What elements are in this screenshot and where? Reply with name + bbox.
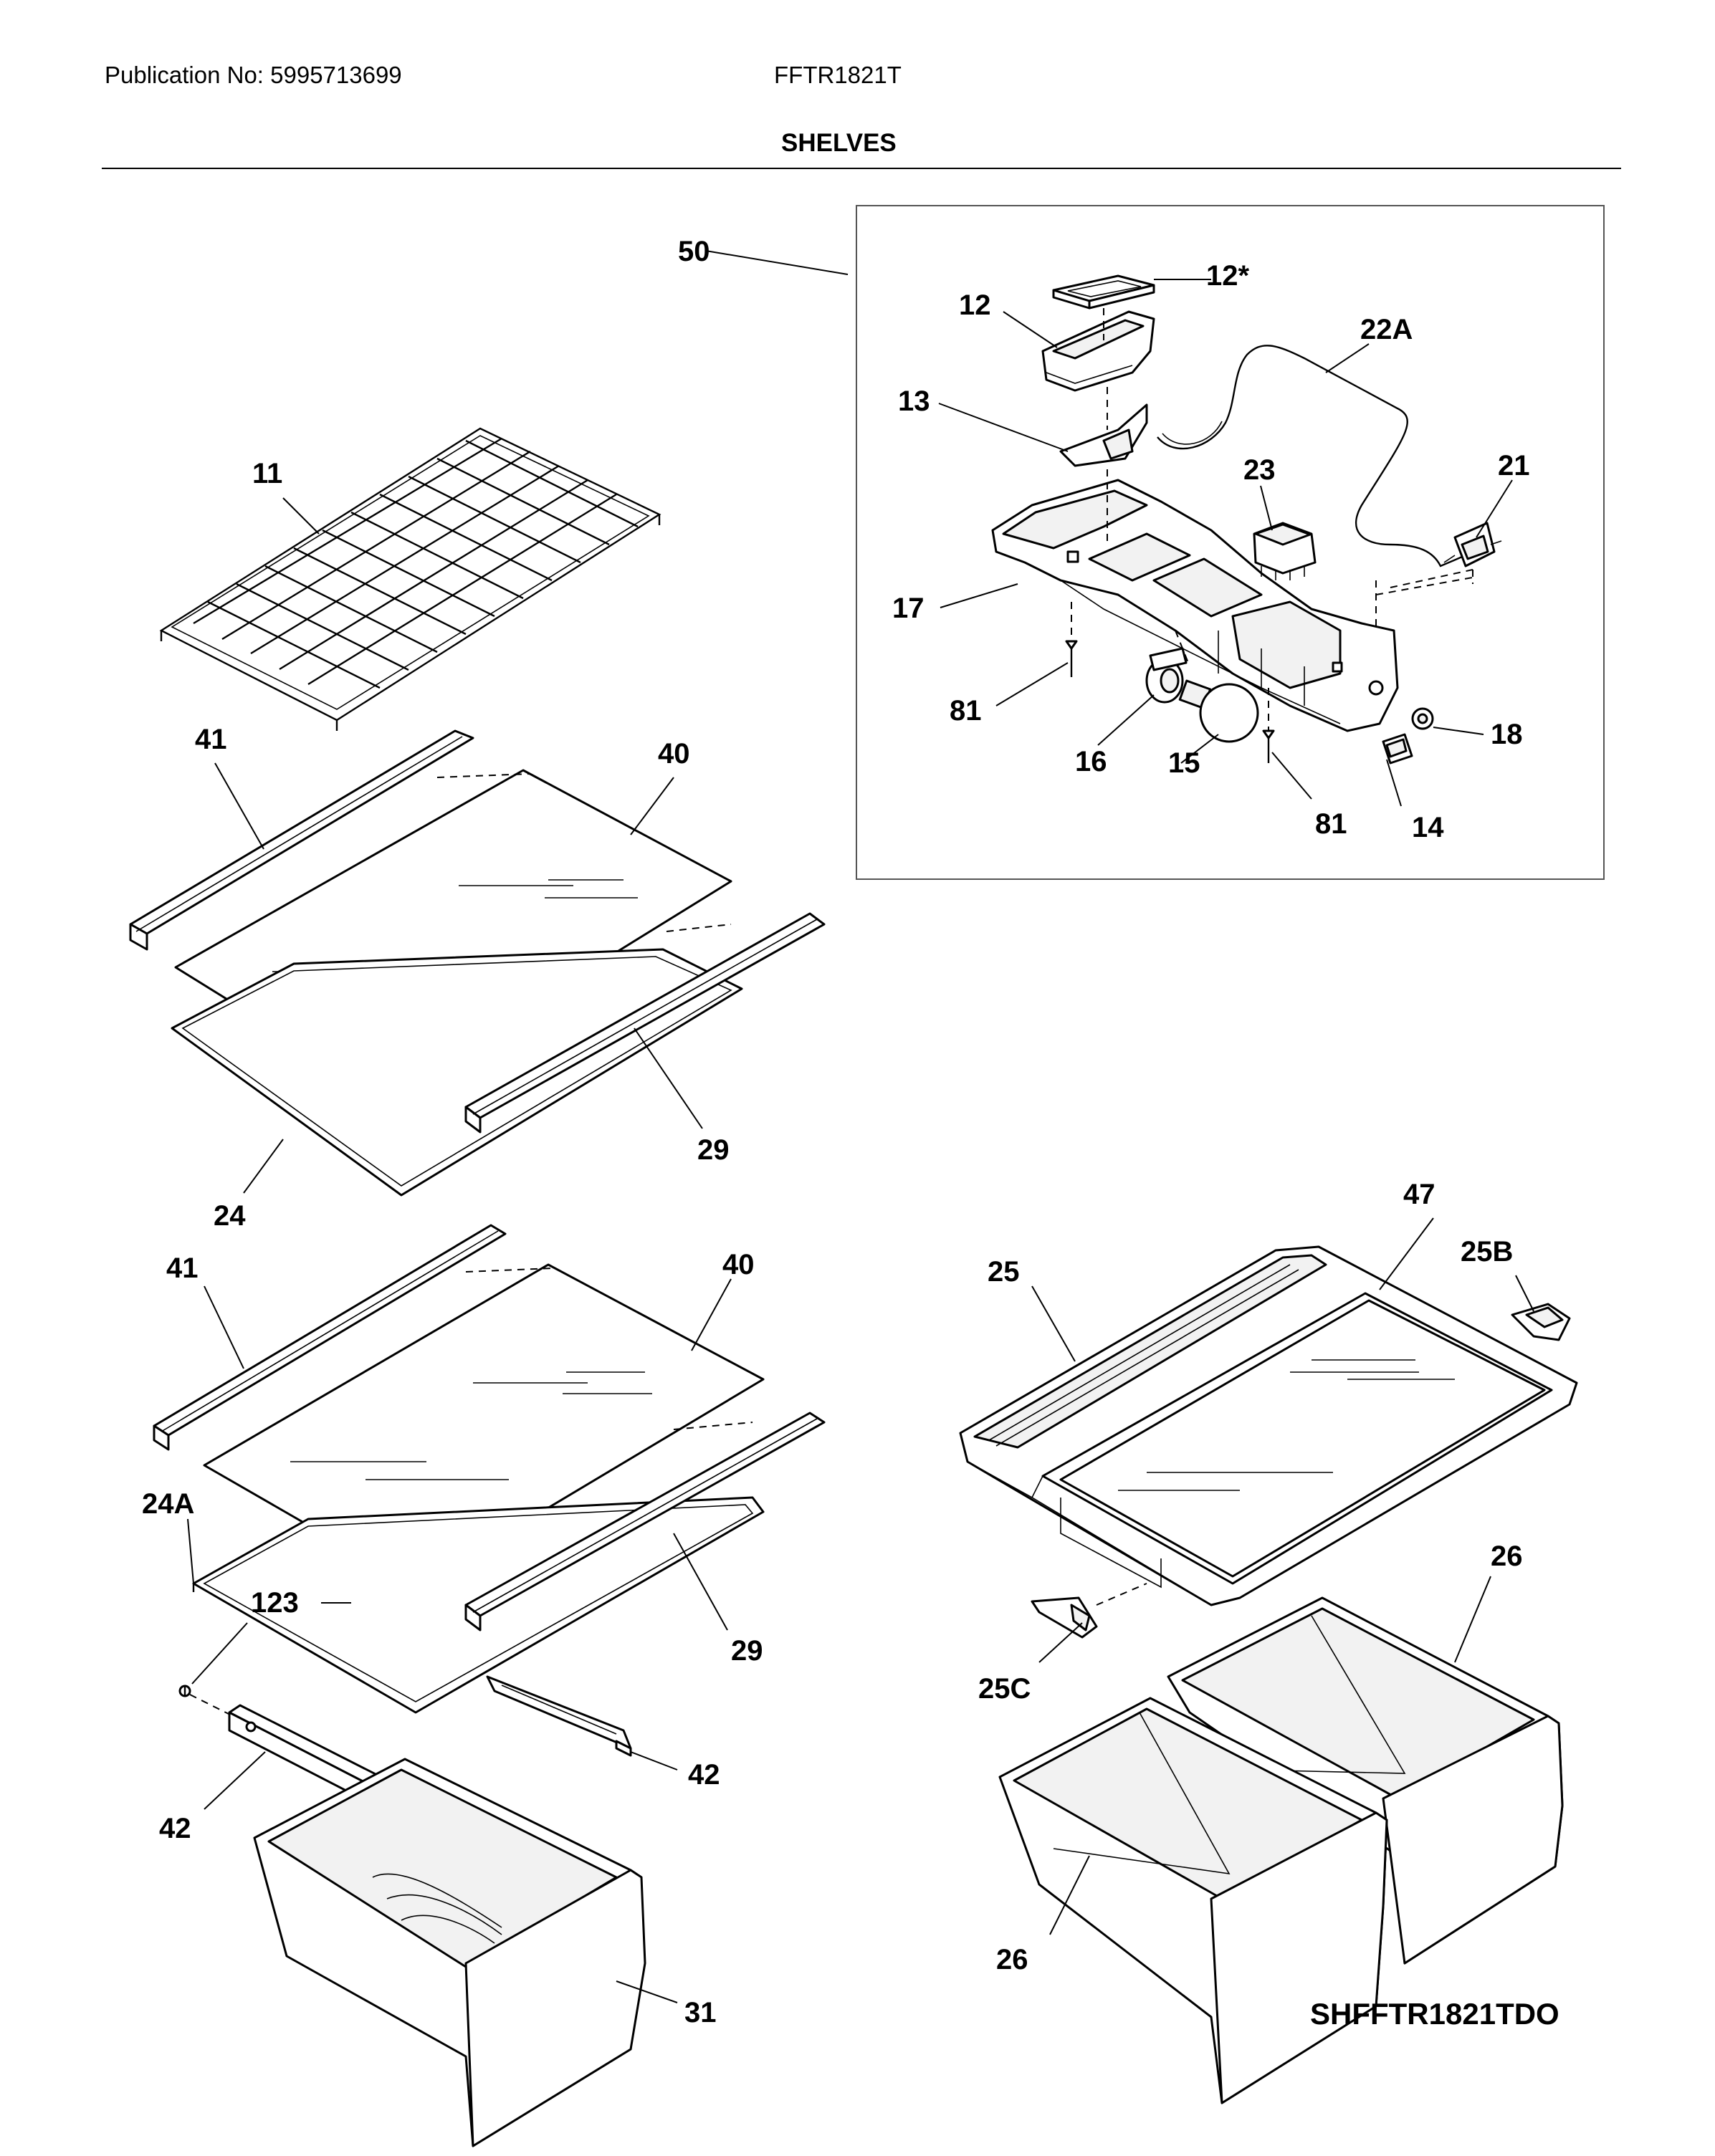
callout-123: 123 — [251, 1587, 299, 1619]
part-12-star-filter — [1052, 274, 1155, 310]
callout-15: 15 — [1168, 747, 1200, 779]
callout-42-right: 42 — [688, 1759, 720, 1791]
part-16-lamp-socket — [1145, 647, 1188, 704]
leader-lines — [187, 250, 1534, 2003]
lower-shelf-set — [153, 1224, 826, 1757]
page-title: SHELVES — [781, 129, 897, 157]
part-29-upper-trim — [464, 912, 826, 1134]
part-42-right-rail — [486, 1675, 632, 1757]
callout-25b: 25B — [1461, 1236, 1513, 1268]
callout-29-lower: 29 — [731, 1635, 763, 1667]
part-26-right-crisper-bin — [1167, 1596, 1564, 1965]
callout-31: 31 — [684, 1997, 717, 2028]
callout-25c: 25C — [978, 1673, 1031, 1705]
callout-81-left: 81 — [950, 695, 982, 727]
drawing-code: SHFFTR1821TDO — [1310, 1997, 1559, 2031]
callout-81-right: 81 — [1315, 808, 1347, 840]
callout-29-upper: 29 — [697, 1134, 730, 1166]
publication-number: Publication No: 5995713699 — [105, 62, 402, 88]
callout-16: 16 — [1075, 746, 1107, 777]
part-14-thermostat — [1382, 733, 1413, 765]
part-41-upper-trim — [129, 729, 474, 951]
callout-41-lower: 41 — [166, 1252, 199, 1284]
callout-22a: 22A — [1360, 314, 1413, 345]
callout-40-lower: 40 — [722, 1249, 755, 1280]
callout-11: 11 — [252, 458, 282, 489]
part-25b-cover-clip — [1511, 1303, 1571, 1341]
assembly-frame — [856, 205, 1605, 880]
callout-47: 47 — [1403, 1179, 1435, 1210]
callout-17: 17 — [892, 593, 925, 624]
part-29-lower-trim — [464, 1412, 826, 1632]
header-rule — [102, 168, 1621, 169]
part-24-upper-frame — [171, 948, 743, 1197]
callout-26-left: 26 — [996, 1944, 1028, 1975]
callout-18: 18 — [1491, 719, 1523, 750]
part-47-crisper-glass — [1059, 1299, 1546, 1578]
part-123-screw — [178, 1685, 191, 1697]
callout-40-upper: 40 — [658, 738, 690, 770]
callout-24: 24 — [214, 1200, 246, 1232]
upper-shelf-set — [129, 729, 826, 1197]
part-25c-cover-clip — [1031, 1583, 1147, 1639]
part-26-left-crisper-bin — [998, 1697, 1388, 2104]
part-13-bracket — [1059, 403, 1148, 467]
part-22a-wire-harness — [1157, 345, 1466, 567]
callout-14: 14 — [1412, 812, 1444, 843]
model-number: FFTR1821T — [774, 62, 902, 88]
callout-12: 12 — [959, 289, 991, 321]
part-31-crisper-drawer — [253, 1758, 646, 2147]
callout-50: 50 — [678, 236, 710, 267]
callout-labels: 50 12* 12 22A 13 23 21 17 81 16 15 18 81… — [142, 236, 1559, 2031]
callout-12-star: 12* — [1206, 260, 1249, 292]
part-41-lower-trim — [153, 1224, 507, 1451]
part-23-relay — [1253, 522, 1317, 580]
part-18-clip — [1411, 707, 1434, 730]
callout-21: 21 — [1498, 450, 1530, 481]
part-15-lamp-bulb — [1178, 679, 1259, 743]
callout-23: 23 — [1243, 454, 1276, 486]
callout-24a: 24A — [142, 1488, 194, 1520]
callout-26-right: 26 — [1491, 1541, 1523, 1572]
light-housing-assembly — [856, 205, 1605, 880]
part-21-switch — [1443, 522, 1502, 567]
part-12-filter-housing — [1041, 310, 1155, 392]
part-17-light-housing — [991, 479, 1399, 732]
callout-25: 25 — [988, 1256, 1020, 1288]
callout-13: 13 — [898, 385, 930, 417]
part-11-wire-shelf — [159, 427, 661, 731]
callout-41-upper: 41 — [195, 724, 227, 755]
callout-42-left: 42 — [159, 1813, 191, 1844]
